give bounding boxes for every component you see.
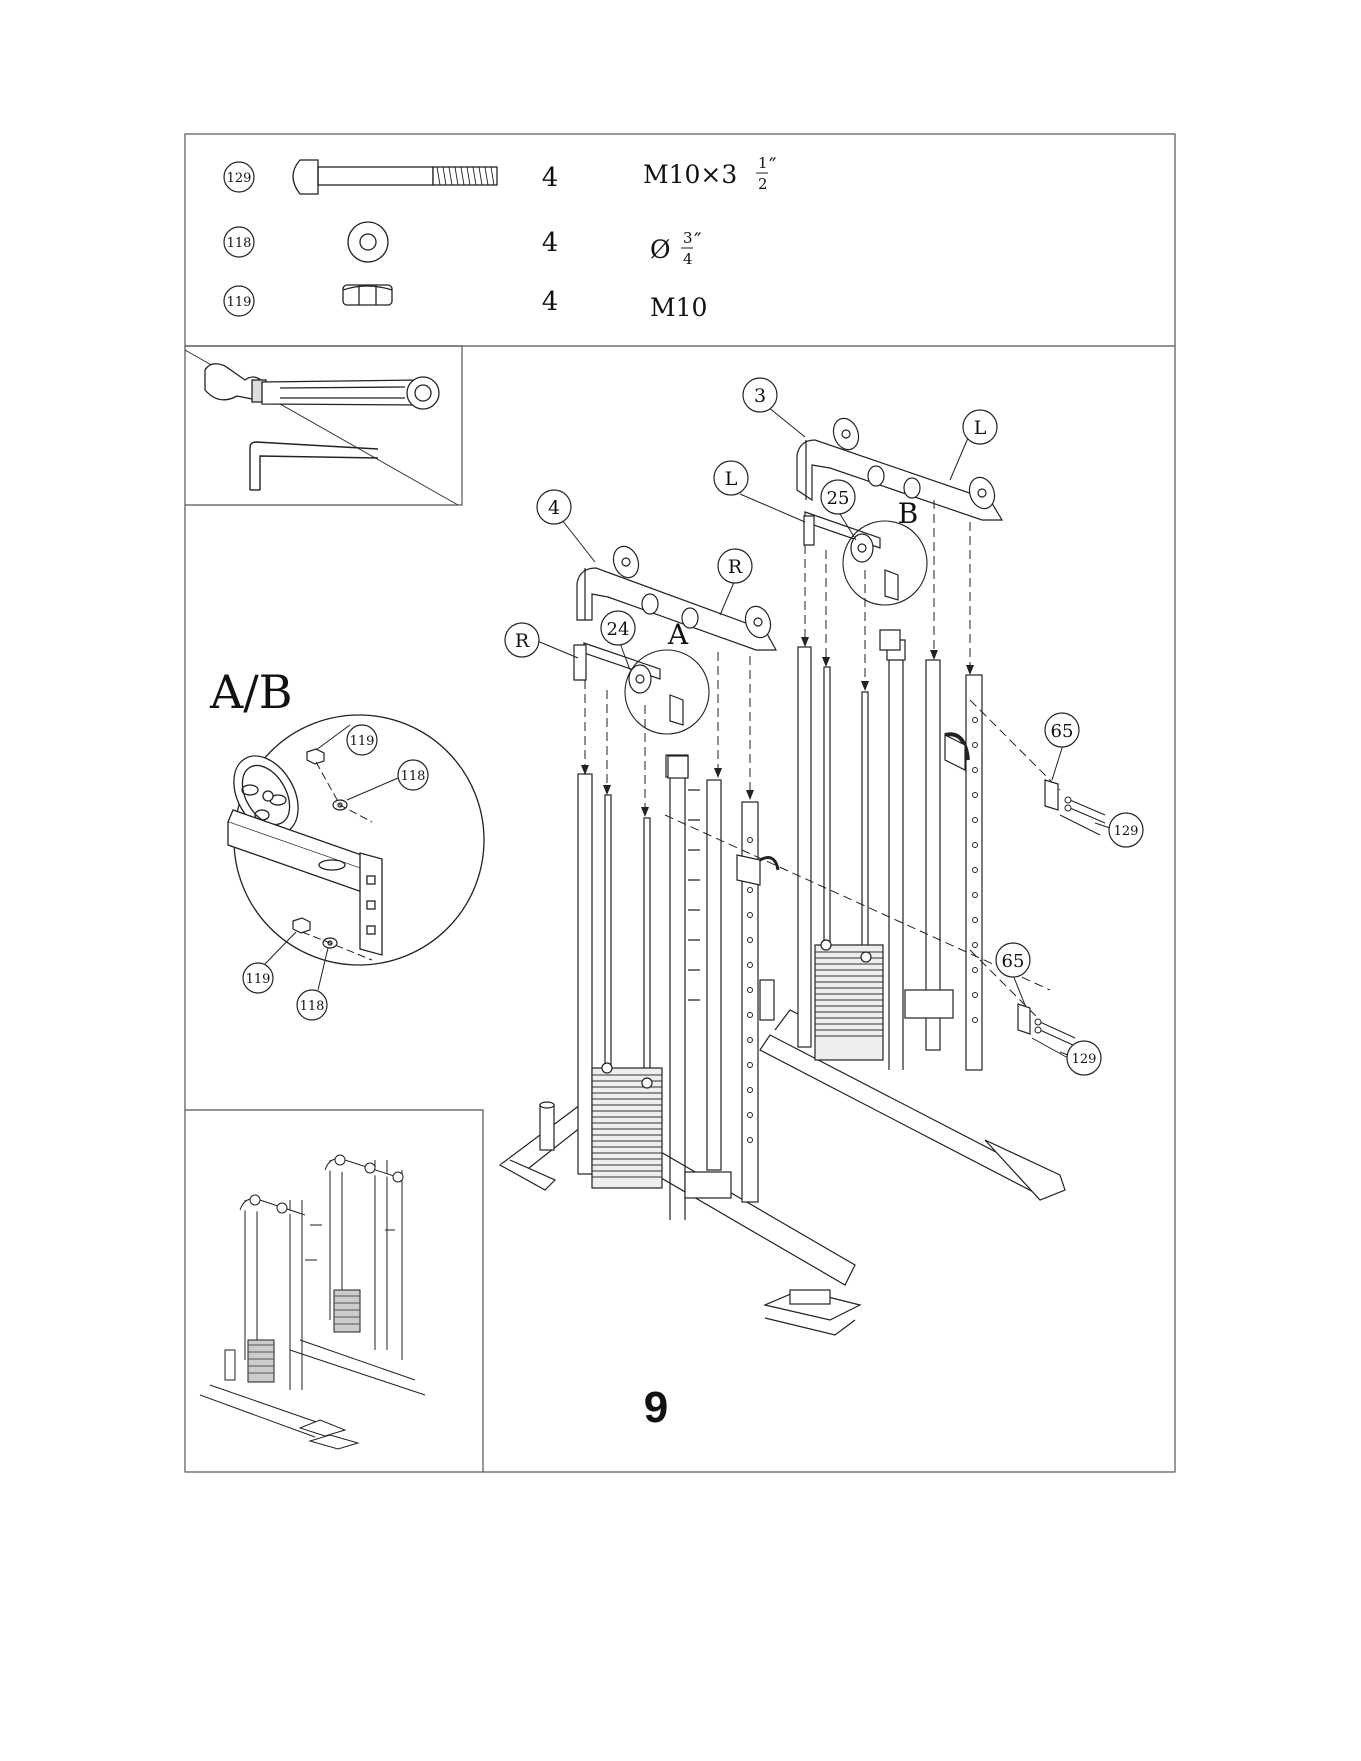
spec-129-frac-unit: ″	[769, 153, 776, 177]
qty-119: 4	[542, 287, 559, 317]
detail-callout-118-top: 118	[401, 769, 426, 784]
callout-65-upper: 65	[1051, 721, 1074, 742]
callout-4: 4	[548, 497, 560, 519]
qty-118: 4	[542, 228, 559, 258]
qty-129: 4	[542, 163, 559, 193]
spec-118-frac-num: 3	[683, 229, 693, 247]
parts-row-119: 119 4 M10	[224, 285, 707, 322]
part-id: 118	[227, 236, 252, 251]
detail-callout-119-top: 119	[350, 734, 375, 749]
plate-65-upper	[1045, 780, 1058, 810]
plate-65-lower	[1018, 1004, 1030, 1034]
detail-ab: 119 118 119 118	[221, 715, 484, 1020]
callout-129-lower: 129	[1072, 1052, 1097, 1067]
spec-129-frac-num: 1	[758, 154, 768, 172]
spec-118-frac-unit: ″	[694, 228, 701, 252]
adjustable-wrench-icon	[205, 364, 439, 409]
step-number: 9	[644, 1383, 668, 1432]
carriage-bolt-icon	[293, 160, 497, 194]
callout-65-lower: 65	[1002, 951, 1025, 972]
tools-box	[185, 346, 462, 505]
part-id: 129	[227, 171, 252, 186]
callout-L-center: L	[725, 468, 738, 490]
spec-118-frac-den: 4	[683, 250, 693, 268]
callout-25: 25	[827, 488, 850, 509]
detail-title: A/B	[209, 665, 293, 719]
main-assembly	[500, 378, 1143, 1335]
spec-129: M10×3	[643, 160, 737, 189]
callout-L-right: L	[974, 417, 987, 439]
hex-nut-icon	[343, 285, 392, 305]
assembled-machine-thumbnail	[200, 1155, 425, 1449]
detail-callout-118-bottom: 118	[300, 999, 325, 1014]
callout-129-upper: 129	[1114, 824, 1139, 839]
detail-callout-119-bottom: 119	[246, 972, 271, 987]
spec-129-frac-den: 2	[758, 175, 768, 193]
washer-icon	[348, 222, 388, 262]
bolts-129-upper	[1060, 797, 1105, 835]
callout-24: 24	[607, 619, 630, 640]
part-id: 119	[227, 295, 252, 310]
parts-row-118: 118 4 Ø 3 4 ″	[224, 222, 701, 268]
spec-118: Ø	[650, 235, 671, 264]
right-tower	[760, 415, 1065, 1200]
spec-119: M10	[650, 293, 707, 322]
thumbnail-box	[185, 1110, 483, 1472]
label-detail-a: A	[667, 618, 689, 651]
callout-R-top: R	[728, 556, 743, 578]
label-detail-b: B	[898, 497, 919, 530]
callout-R-left: R	[515, 630, 530, 652]
parts-row-129: 129 4 M10×3 1 2 ″	[224, 153, 776, 194]
callout-3: 3	[754, 385, 766, 407]
